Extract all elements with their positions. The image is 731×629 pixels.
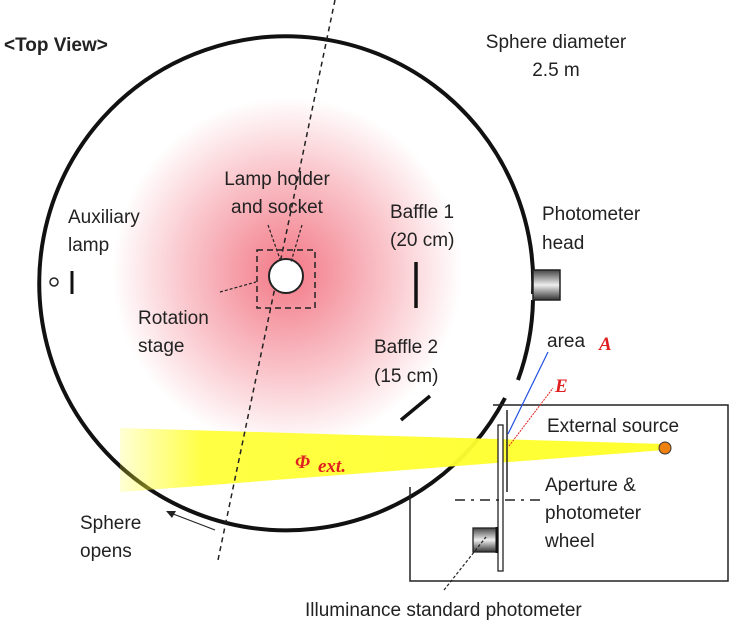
aperture-wheel <box>497 424 504 572</box>
auxiliary-lamp-label: Auxiliary <box>68 207 140 228</box>
auxiliary-lamp-label-2: lamp <box>68 235 109 256</box>
external-source-icon <box>658 441 672 455</box>
sphere-outline-lower <box>516 299 535 381</box>
rotation-stage-label-2: stage <box>138 336 184 357</box>
light-beam <box>120 428 665 492</box>
photometer-head-label: Photometer <box>542 204 641 225</box>
aperture-label: Aperture & <box>545 475 636 496</box>
baffle-1-size: (20 cm) <box>390 230 454 251</box>
rotation-stage <box>256 249 316 309</box>
lamp-socket <box>268 258 304 294</box>
illuminance-photometer-label: Illuminance standard photometer <box>305 600 582 621</box>
baffle-2 <box>399 394 432 422</box>
sphere-diameter-value: 2.5 m <box>532 60 580 81</box>
sphere-opens-label-2: opens <box>80 541 132 562</box>
baffle-2-label: Baffle 2 <box>374 337 438 358</box>
sphere-diameter-label: Sphere diameter <box>486 32 627 53</box>
flux-subscript: ext. <box>318 456 346 477</box>
flux-symbol: Φ <box>295 452 310 473</box>
aperture-label-3: wheel <box>544 531 595 552</box>
photometer-head-label-2: head <box>542 233 584 254</box>
area-symbol: A <box>598 334 612 355</box>
lamp-holder-label-2: and socket <box>231 197 324 218</box>
rotation-stage-label: Rotation <box>138 308 209 329</box>
lamp-holder-label: Lamp holder <box>224 169 330 190</box>
view-title: <Top View> <box>4 35 108 56</box>
baffle-2-size: (15 cm) <box>374 366 438 387</box>
auxiliary-lamp-icon <box>49 277 59 287</box>
sphere-opens-label: Sphere <box>80 513 141 534</box>
baffle-1-label: Baffle 1 <box>390 202 454 223</box>
area-label: area <box>547 331 585 352</box>
sphere-outline <box>37 34 536 533</box>
external-source-label: External source <box>547 416 679 437</box>
photometer-head-icon <box>532 269 561 301</box>
aperture-label-2: photometer <box>545 503 642 524</box>
external-enclosure <box>409 404 729 582</box>
illuminance-symbol: E <box>554 376 568 397</box>
